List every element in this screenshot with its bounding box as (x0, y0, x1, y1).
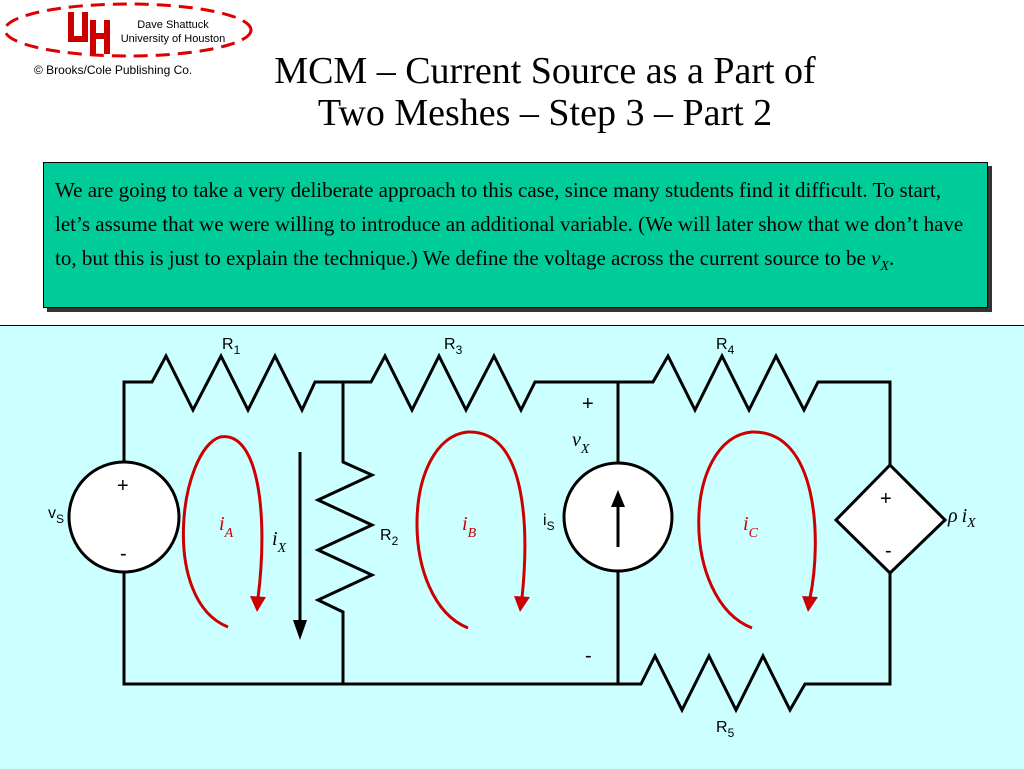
mesh-a-label: iA (219, 513, 234, 541)
is-label: iS (543, 512, 555, 533)
explanation-end: . (889, 246, 895, 270)
dep-minus-sign: - (885, 540, 892, 562)
mesh-c-arrow (697, 430, 817, 630)
vs-plus-sign: + (117, 475, 129, 497)
explanation-variable-sub: X (880, 259, 889, 275)
explanation-box: We are going to take a very deliberate a… (43, 162, 988, 308)
author-name: Dave Shattuck (137, 19, 209, 31)
mesh-a-arrowhead (250, 596, 266, 612)
dep-plus-sign: + (880, 488, 892, 510)
explanation-variable: v (871, 246, 881, 270)
mesh-c-arrowhead (802, 596, 818, 612)
author-block: Dave Shattuck University of Houston (108, 18, 238, 46)
mesh-b-label: iB (462, 513, 477, 541)
vx-label: vX (572, 429, 590, 457)
mesh-c-label: iC (743, 513, 759, 541)
vx-plus-sign: + (582, 393, 594, 415)
university-logo (3, 2, 253, 58)
logo-dashed-ellipse (3, 2, 253, 58)
ix-arrow-head (293, 620, 307, 640)
voltage-source-vs (67, 460, 181, 574)
mesh-a-arrow (181, 435, 264, 629)
mesh-b-arrow (415, 430, 527, 630)
top-wire-r4 (618, 352, 892, 467)
vx-minus-sign: - (585, 645, 592, 667)
explanation-text: We are going to take a very deliberate a… (55, 178, 964, 270)
r3-label: R3 (444, 336, 463, 357)
top-wire-r1-r3 (122, 352, 653, 461)
bottom-wire-r5 (618, 573, 892, 714)
r1-label: R1 (222, 336, 241, 357)
dependent-voltage-source (833, 462, 948, 576)
r2-label: R2 (380, 527, 399, 548)
title-line-2: Two Meshes – Step 3 – Part 2 (317, 92, 773, 134)
ix-label: iX (272, 528, 287, 556)
copyright-notice: © Brooks/Cole Publishing Co. (34, 63, 193, 77)
institution-name: University of Houston (120, 33, 226, 45)
slide-title: MCM – Current Source as a Part of Two Me… (200, 50, 890, 134)
is-arrow-head (611, 490, 625, 507)
uh-logo-icon (68, 12, 110, 54)
circuit-diagram: R1 R3 R4 R2 R5 vS + - iS + - vX iX + - ρ… (48, 336, 976, 740)
r4-label: R4 (716, 336, 735, 357)
vs-minus-sign: - (120, 543, 127, 565)
title-line-1: MCM – Current Source as a Part of (274, 50, 816, 92)
r5-label: R5 (716, 719, 735, 740)
left-bottom-wire (122, 573, 618, 686)
r2-branch (314, 382, 376, 684)
mesh-b-arrowhead (514, 596, 530, 612)
vs-label: vS (48, 505, 64, 526)
